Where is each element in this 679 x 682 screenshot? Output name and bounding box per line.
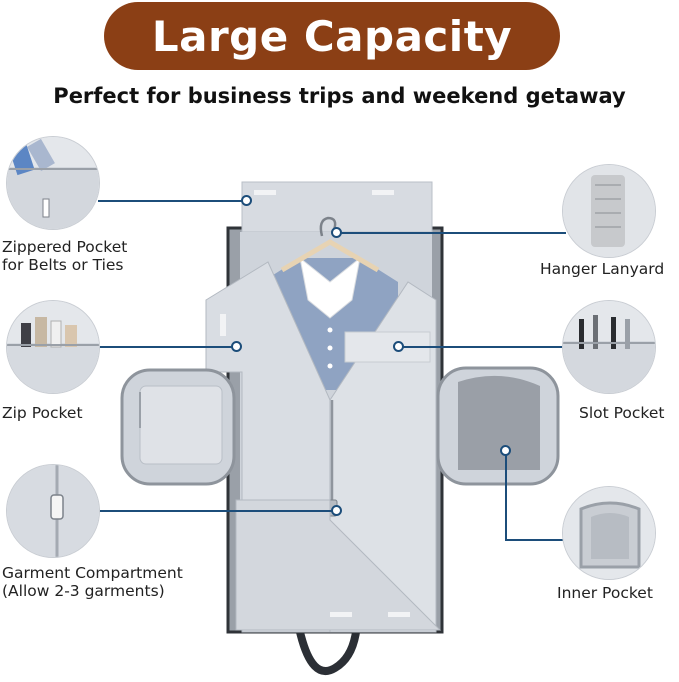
hanger-hook — [319, 216, 337, 237]
inner-pocket-label: Inner Pocket — [557, 584, 653, 602]
garment-compartment-label: Garment Compartment (Allow 2-3 garments) — [2, 564, 183, 600]
slot-pocket-label: Slot Pocket — [579, 404, 665, 422]
marker-zip-pocket — [231, 341, 242, 352]
marker-hanger-lanyard — [331, 227, 342, 238]
leader-inner-pocket — [505, 539, 567, 541]
zip-pocket-label: Zip Pocket — [2, 404, 83, 422]
leader-slot-pocket — [398, 346, 564, 348]
hanger-lanyard-label: Hanger Lanyard — [540, 260, 665, 278]
garment-compartment-detail — [6, 464, 100, 558]
title-banner: Large Capacity — [104, 2, 560, 70]
page-title: Large Capacity — [151, 11, 513, 61]
inner-pocket-detail — [562, 486, 656, 580]
leader-zippered-pocket — [98, 200, 246, 202]
marker-inner-pocket — [500, 445, 511, 456]
page-subtitle: Perfect for business trips and weekend g… — [53, 84, 626, 108]
leader-garment-compartment — [98, 510, 336, 512]
zip-pocket-detail — [6, 300, 100, 394]
marker-slot-pocket — [393, 341, 404, 352]
hanger-lanyard-detail — [562, 164, 656, 258]
lower-pocket — [235, 499, 442, 631]
carry-strap — [296, 631, 360, 676]
marker-zippered-pocket — [241, 195, 252, 206]
leader-inner-pocket-vertical — [505, 450, 507, 540]
zippered-pocket-detail — [6, 136, 100, 230]
slot-pocket-detail — [562, 300, 656, 394]
leader-zip-pocket — [98, 346, 236, 348]
zippered-pocket-label: Zippered Pocket for Belts or Ties — [2, 238, 128, 274]
top-flap — [241, 181, 433, 233]
marker-garment-compartment — [331, 505, 342, 516]
leader-hanger-lanyard — [336, 232, 566, 234]
